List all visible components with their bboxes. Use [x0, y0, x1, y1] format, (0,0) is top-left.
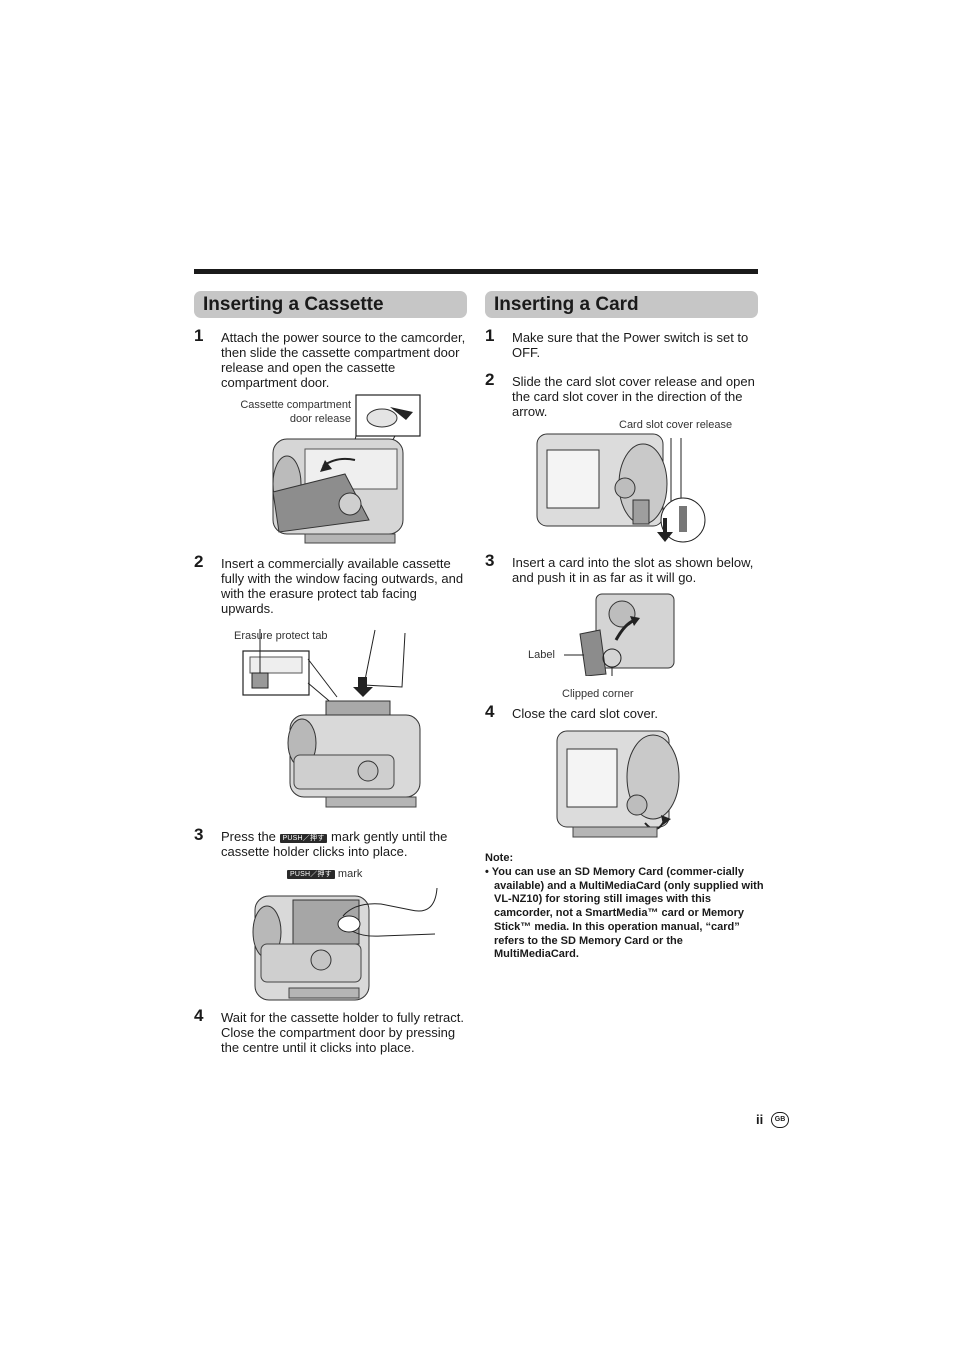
card-insert-illustration	[564, 593, 675, 676]
note-text: • You can use an SD Memory Card (commer-…	[485, 866, 764, 961]
push-mark-badge: PUSH／押す	[279, 834, 328, 843]
step-1-text: Attach the power source to the camcorder…	[221, 330, 466, 390]
note-title: Note:	[485, 852, 514, 864]
mark-caption: PUSH／押す mark	[287, 867, 362, 881]
step-3-text: Press the PUSH／押す mark gently until the …	[221, 829, 448, 859]
cassette-insert-illustration	[242, 629, 421, 808]
region-badge: GB	[771, 1112, 789, 1128]
push-mark-badge-small: PUSH／押す	[287, 870, 335, 879]
step-2-text: Insert a commercially available cassette…	[221, 556, 464, 616]
card-step-3-number: 3	[485, 551, 495, 570]
card-slot-cover-illustration	[536, 433, 706, 543]
card-step-1-text: Make sure that the Power switch is set t…	[512, 330, 749, 360]
top-rule	[194, 269, 758, 274]
card-step-4-number: 4	[485, 702, 495, 721]
door-release-caption: Cassette compartment door release	[240, 399, 351, 425]
push-mark-illustration	[252, 887, 438, 1001]
card-step-4-text: Close the card slot cover.	[512, 706, 658, 721]
page-number: ii	[756, 1112, 764, 1127]
step-2-number: 2	[194, 552, 204, 571]
step-4-text: Wait for the cassette holder to fully re…	[221, 1010, 465, 1055]
step-1-number: 1	[194, 326, 204, 345]
card-slot-release-caption: Card slot cover release	[619, 419, 733, 431]
card-step-1-number: 1	[485, 326, 495, 345]
card-step-3-text: Insert a card into the slot as shown bel…	[512, 555, 754, 585]
erasure-tab-caption: Erasure protect tab	[234, 630, 328, 642]
label-caption: Label	[528, 649, 555, 661]
card-cover-close-illustration	[556, 730, 680, 838]
cassette-door-illustration	[272, 394, 421, 544]
section-title-card: Inserting a Card	[485, 291, 758, 318]
clipped-corner-caption: Clipped corner	[562, 688, 634, 700]
section-title-cassette: Inserting a Cassette	[194, 291, 467, 318]
card-step-2-number: 2	[485, 370, 495, 389]
step-3-number: 3	[194, 825, 204, 844]
step-4-number: 4	[194, 1006, 204, 1025]
card-step-2-text: Slide the card slot cover release and op…	[512, 374, 755, 419]
